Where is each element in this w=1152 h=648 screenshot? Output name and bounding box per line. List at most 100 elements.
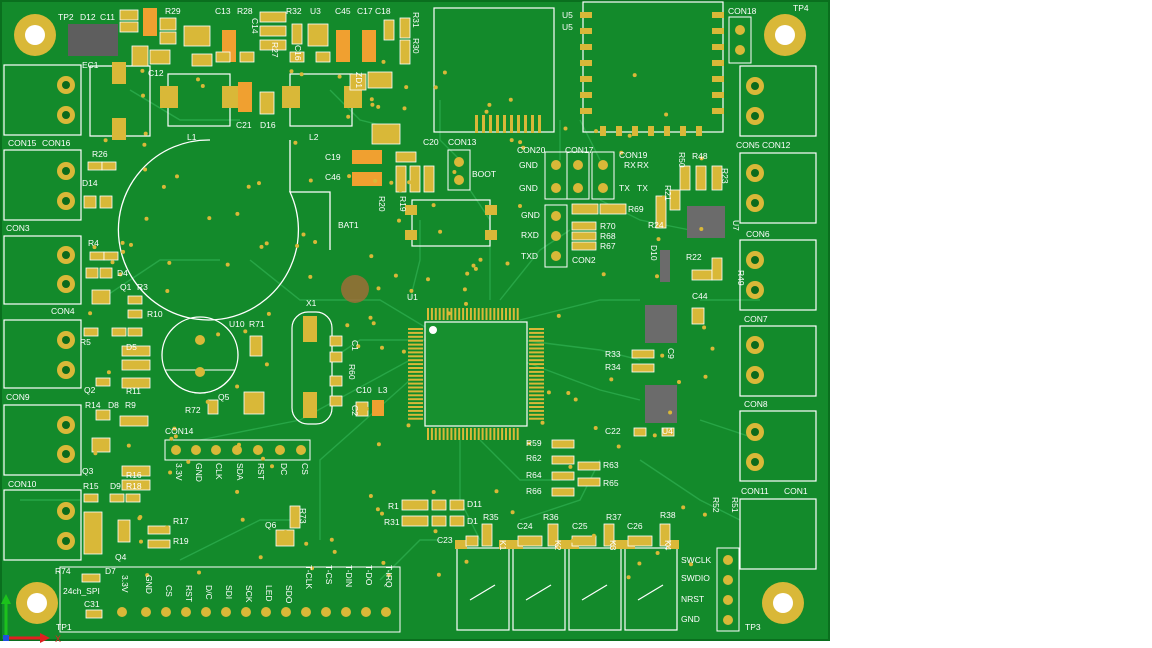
silk-label: D9 (110, 481, 121, 491)
silk-label: D1 (467, 516, 478, 526)
silk-label: R19 (173, 536, 189, 546)
silk-label: CON5 (736, 140, 760, 150)
silk-label: R18 (126, 481, 142, 491)
silk-label-vertical: DC (279, 463, 289, 475)
silk-label: C17 (357, 6, 373, 16)
silk-label: Q5 (218, 392, 230, 402)
battery-holder (117, 139, 331, 321)
silk-label: R37 (606, 512, 622, 522)
silk-label-vertical: K3 (608, 540, 618, 551)
silk-label: CON18 (728, 6, 757, 16)
silk-label: CON19 (619, 150, 648, 160)
silk-label: C19 (325, 152, 341, 162)
silk-label-vertical: CS (300, 463, 310, 475)
silk-label: Q1 (120, 282, 132, 292)
silk-label: R68 (600, 231, 616, 241)
silk-label: R9 (125, 400, 136, 410)
silk-label: D4 (117, 268, 128, 278)
silk-label-vertical: C1 (350, 340, 360, 351)
silk-label: R70 (600, 221, 616, 231)
silk-label: TXD (521, 251, 538, 261)
left-connectors (3, 64, 82, 561)
silk-label: C10 (356, 385, 372, 395)
silk-label: R59 (526, 438, 542, 448)
silk-label: TP4 (793, 3, 809, 13)
silk-label-vertical: 3.3V (174, 463, 184, 481)
silk-label-vertical: SDO (284, 585, 294, 604)
silk-label: CON16 (42, 138, 71, 148)
svg-text:X: X (55, 634, 61, 644)
silk-label: NRST (681, 594, 704, 604)
silk-label: R5 (80, 337, 91, 347)
silk-label: C26 (627, 521, 643, 531)
silk-label-vertical: U7 (731, 220, 741, 231)
silk-label: R24 (648, 220, 664, 230)
silk-label: U1 (407, 292, 418, 302)
silk-label: GND (519, 160, 538, 170)
silk-label: TP1 (56, 622, 72, 632)
silk-label: R11 (126, 386, 141, 396)
silk-label: CON20 (517, 145, 546, 155)
silk-label-vertical: D/C (204, 585, 214, 600)
silk-label: CON13 (448, 137, 477, 147)
silk-label: R1 (388, 501, 399, 511)
silk-label-vertical: GND (144, 575, 154, 594)
silk-label-vertical: R31 (411, 12, 421, 28)
silk-label-vertical: R23 (720, 168, 730, 184)
silk-label: CON12 (762, 140, 791, 150)
silk-label-vertical: R20 (377, 196, 387, 212)
silk-label: X1 (306, 298, 317, 308)
pin-headers (164, 149, 740, 632)
mounting-holes (14, 14, 806, 624)
silk-label: L3 (378, 385, 388, 395)
silk-label: C12 (148, 68, 164, 78)
silk-label-vertical: C16 (293, 45, 303, 61)
silk-label: 24ch_SPI (63, 586, 100, 596)
silk-label: C18 (375, 6, 391, 16)
silk-label: R74 (55, 566, 71, 576)
silk-label: U4 (662, 426, 673, 436)
silk-label: R65 (603, 478, 619, 488)
silk-label: C13 (215, 6, 231, 16)
silk-label-vertical: GND (194, 463, 204, 482)
silk-label: C23 (437, 535, 453, 545)
silk-label: C25 (572, 521, 588, 531)
silk-label: R15 (83, 481, 99, 491)
silk-label-vertical: R27 (270, 42, 280, 58)
silk-label-vertical: T-IRQ (384, 565, 394, 588)
silk-label: R63 (603, 460, 619, 470)
silk-label-vertical: 3.3V (120, 575, 130, 593)
crystal-x1 (291, 311, 333, 425)
silk-label: GND (521, 210, 540, 220)
con18 (728, 16, 752, 64)
right-connectors (739, 65, 817, 570)
silk-label: R17 (173, 516, 189, 526)
silk-label-vertical: R49 (736, 270, 746, 286)
silk-label: R3 (137, 282, 148, 292)
silk-label-vertical: T-CLK (304, 565, 314, 589)
silk-label: R38 (660, 510, 676, 520)
silk-label: SWDIO (681, 573, 710, 583)
silk-label-vertical: R19 (398, 196, 408, 212)
silk-label: R32 (286, 6, 302, 16)
silk-label: TP3 (745, 622, 761, 632)
silk-label-vertical: R60 (347, 364, 357, 380)
silk-label: R10 (147, 309, 163, 319)
silk-label: D8 (108, 400, 119, 410)
silk-label: R35 (483, 512, 499, 522)
silk-label-vertical: R51 (730, 497, 740, 513)
silk-label-vertical: CLK (214, 463, 224, 480)
silk-label: D12 (80, 12, 96, 22)
silk-label: R72 (185, 405, 201, 415)
silk-label: SWCLK (681, 555, 712, 565)
header-pads (171, 157, 733, 625)
silk-label: CON2 (572, 255, 596, 265)
silk-label: R67 (600, 241, 616, 251)
silk-label: R22 (686, 252, 702, 262)
silk-label: R16 (126, 470, 142, 480)
silk-label: RX (624, 160, 636, 170)
silk-label-vertical: R21 (663, 185, 673, 201)
silk-label-vertical: D10 (649, 245, 659, 261)
silk-label: R4 (88, 238, 99, 248)
pcb-layout: TP2D12C11R29C13R28R32U3C45C17C18U5U5CON1… (0, 0, 830, 641)
